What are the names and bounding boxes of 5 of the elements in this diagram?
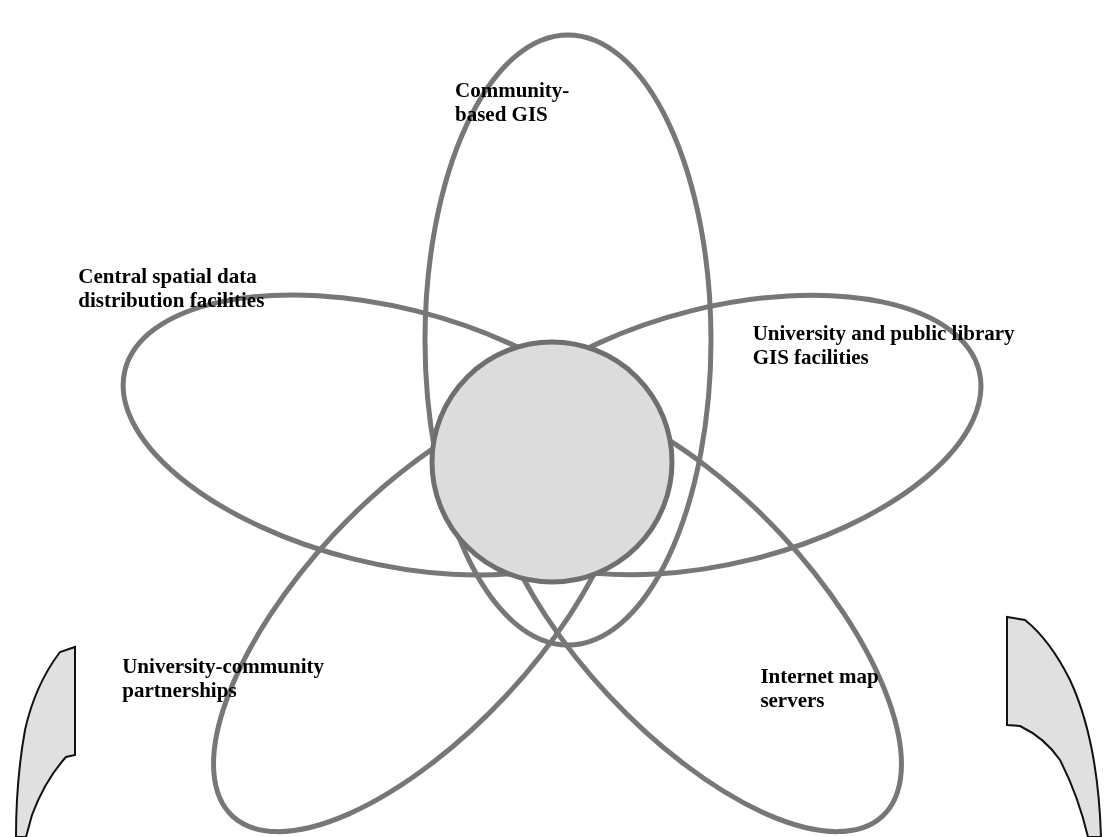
region-label: Internet map servers — [760, 664, 880, 712]
region-label: Central spatial data distribution facilities — [78, 264, 266, 312]
region-label: University-community partnerships — [122, 654, 325, 702]
region-label: University and public library GIS facilities — [752, 321, 1016, 369]
region-label: Community-based GIS — [455, 78, 571, 126]
